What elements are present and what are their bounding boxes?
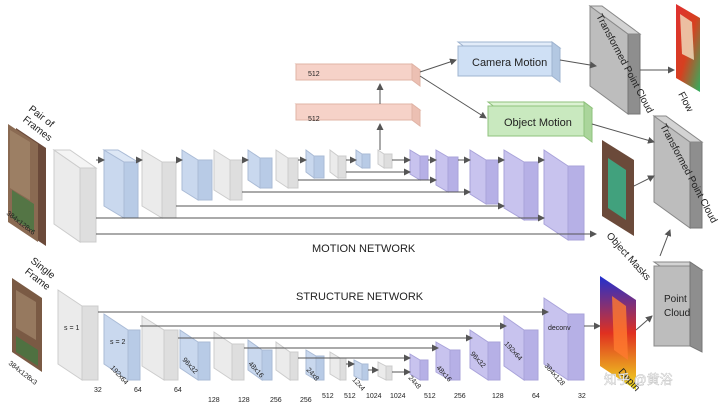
deconv-block xyxy=(567,165,585,241)
deconv-block xyxy=(543,149,569,241)
fc1-label: 512 xyxy=(308,71,320,78)
dim-label: 128 xyxy=(492,393,504,400)
dim-label: 32 xyxy=(578,393,586,400)
output-arrows xyxy=(559,59,675,257)
fc-arrows xyxy=(376,58,487,150)
dim-label: 512 xyxy=(322,393,334,400)
conv-block xyxy=(305,149,315,179)
conv-block xyxy=(337,155,347,179)
pair-of-frames-image xyxy=(8,124,46,246)
dim-label: 256 xyxy=(454,393,466,400)
conv-block xyxy=(383,153,393,169)
conv-block xyxy=(361,153,371,169)
conv-block xyxy=(313,155,325,179)
dim-label: 32 xyxy=(94,387,102,394)
conv-block xyxy=(247,149,261,189)
fc2-label: 512 xyxy=(308,116,320,123)
object-masks-label: Object Masks xyxy=(604,231,653,283)
stride-1-label: s = 1 xyxy=(64,325,79,332)
input-label-single: Single Frame xyxy=(21,256,60,293)
motion-decoder-blocks xyxy=(409,149,585,241)
conv-block xyxy=(141,149,163,219)
deconv-block xyxy=(469,149,487,205)
dim-label: 64 xyxy=(532,393,540,400)
dim-label: 512 xyxy=(344,393,356,400)
deconv-block xyxy=(447,156,459,193)
dim-label: 128 xyxy=(208,397,220,404)
structure-network-label: STRUCTURE NETWORK xyxy=(296,291,424,303)
point-cloud-label: Point Cloud xyxy=(664,294,690,319)
single-frame-image xyxy=(12,278,42,372)
fc-layer-2 xyxy=(294,103,422,127)
structure-encoder-blocks xyxy=(57,289,393,381)
conv-block xyxy=(275,149,289,189)
flow-label: Flow xyxy=(675,90,695,114)
conv-block xyxy=(329,149,339,179)
camera-motion-box xyxy=(456,41,562,83)
motion-network-label: MOTION NETWORK xyxy=(312,243,416,255)
conv-block xyxy=(161,161,177,219)
conv-block xyxy=(213,149,231,201)
conv-block xyxy=(287,157,299,189)
dim-label: 64 xyxy=(134,387,142,394)
motion-encoder-blocks xyxy=(52,149,393,243)
depth-image xyxy=(600,276,636,390)
dim-label: 1024 xyxy=(366,393,382,400)
motion-skip-connections xyxy=(96,168,597,238)
dim-label: 1024 xyxy=(390,393,406,400)
dim-label: 128 xyxy=(238,397,250,404)
conv-block xyxy=(229,159,243,201)
structure-decoder-blocks xyxy=(409,297,585,381)
stride-2-label: s = 2 xyxy=(110,339,125,346)
deconv-block xyxy=(409,149,421,181)
conv-block xyxy=(181,149,199,201)
flow-image xyxy=(676,4,700,92)
point-cloud-box xyxy=(652,261,704,353)
deconv-block xyxy=(435,149,449,193)
fc-layer-1 xyxy=(294,63,422,87)
camera-motion-label: Camera Motion xyxy=(472,57,547,69)
transformed-point-cloud-top-box xyxy=(588,5,642,115)
watermark: 知乎 @黄浴 xyxy=(604,372,673,387)
deconv-block xyxy=(503,149,525,221)
structure-arrows xyxy=(98,308,653,376)
deconv-label: deconv xyxy=(548,325,571,332)
dim-label: 64 xyxy=(174,387,182,394)
object-motion-label: Object Motion xyxy=(504,117,572,129)
conv-block xyxy=(79,167,97,243)
dim-label: 256 xyxy=(270,397,282,404)
transformed-point-cloud-right-box xyxy=(652,115,704,229)
conv-block xyxy=(123,161,139,219)
conv-block xyxy=(355,149,363,169)
conv-block xyxy=(259,157,273,189)
deconv-block xyxy=(523,161,539,221)
object-motion-box xyxy=(486,101,594,143)
conv-block xyxy=(197,159,213,201)
conv-block xyxy=(377,149,385,169)
deconv-block xyxy=(485,159,499,205)
object-masks-image xyxy=(602,140,634,236)
deconv-block xyxy=(419,155,429,181)
dim-label: 256 xyxy=(300,397,312,404)
dim-label: 512 xyxy=(424,393,436,400)
